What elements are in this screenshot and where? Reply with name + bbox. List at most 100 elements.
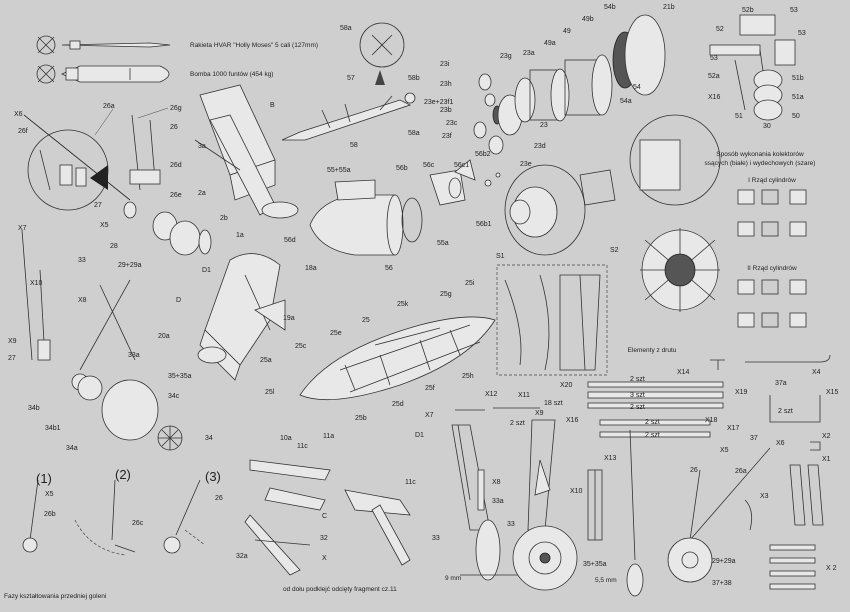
part-label-D1: D1 <box>202 267 211 274</box>
part-label-x14: X14 <box>677 369 690 376</box>
nose-gear-labels: X6 26a 26g 26 26f 26d 26e 27 X5 28 29+29… <box>14 103 182 269</box>
wheel-well-parts <box>197 253 286 381</box>
drop-tank-labels: 25g 25i 25k 25 25e 25c 25a 25f 25h 25l 2… <box>260 280 475 422</box>
collector-icons <box>737 189 807 328</box>
bomb-caption: Bomba 1000 funtów (454 kg) <box>190 71 273 78</box>
part-label-p32a: 32a <box>236 553 248 560</box>
pylon-assembly <box>194 84 299 219</box>
part-label-p19a: 19a <box>283 315 295 322</box>
part-label-p23e: 23e <box>520 161 532 168</box>
part-label-C: C <box>322 513 327 520</box>
bottom-parts <box>244 459 411 576</box>
phases-caption: Fazy kształtowania przedniej goleni <box>4 593 106 600</box>
part-label-p49: 49 <box>563 28 571 35</box>
part-label-p34b: 34b <box>28 405 40 412</box>
part-label-p2a: 2a <box>198 190 206 197</box>
part-label-p11c: 11c <box>297 443 308 450</box>
part-label-p51: 51 <box>735 113 743 120</box>
wire-elements-title: Elementy z drutu <box>628 347 677 354</box>
nose-gear-final-labels: X5 X6 26 26a X3 29+29a 37+38 X 2 <box>690 440 837 587</box>
part-label-x9b: X9 <box>535 410 544 417</box>
part-label-p49b: 49b <box>582 16 594 23</box>
nose-gear-final <box>667 447 824 590</box>
part-label-x15: X15 <box>826 389 839 396</box>
part-label-p23b: 23b <box>440 107 452 114</box>
part-label-p55a: 55+55a <box>327 167 351 174</box>
main-gear-struts <box>451 419 644 597</box>
cylinder-row-1-label: I Rząd cylindrów <box>748 177 796 184</box>
strut-phases <box>22 479 206 556</box>
part-label-p20a: 20a <box>158 333 170 340</box>
part-label-p53b: 53 <box>798 30 806 37</box>
pylon-labels: B 3a 2a 2b 1a <box>198 102 275 239</box>
part-label-p23c: 23c <box>446 120 458 127</box>
part-label-szt2d: 2 szt <box>645 432 660 439</box>
part-label-p56: 56 <box>385 265 393 272</box>
part-label-p33a: 33a <box>128 352 140 359</box>
part-label-p54a: 54a <box>620 98 632 105</box>
part-label-p32: 32 <box>320 535 328 542</box>
part-label-szt3: 3 szt <box>630 392 645 399</box>
part-label-x5b: X5 <box>720 447 729 454</box>
collectors-title-line-2: ssących (białe) i wydechowych (szare) <box>705 160 816 167</box>
part-label-p56c: 56c <box>423 162 435 169</box>
part-label-p1a: 1a <box>236 232 244 239</box>
part-label-p26a: 26a <box>103 103 115 110</box>
part-label-p50: 50 <box>792 113 800 120</box>
main-gear-strut-labels: D1 X7 X9 X13 X8 33a X10 33 33 35+35a 9 m… <box>415 410 617 584</box>
engine-hub-assembly <box>473 14 666 155</box>
part-label-p34a: 34a <box>66 445 78 452</box>
part-label-p25h: 25h <box>462 373 474 380</box>
part-label-p56b2: 56b2 <box>475 151 491 158</box>
part-label-p37a: 37a <box>775 380 787 387</box>
part-label-x17: X17 <box>727 425 740 432</box>
collector-labels: 52b 53 52 53 53 52a 51b X16 51a 51 50 30 <box>708 7 806 130</box>
radial-engine <box>504 114 721 312</box>
part-label-x7b: X7 <box>425 412 434 419</box>
part-label-p25f: 25f <box>425 385 435 392</box>
part-label-p26f: 26f <box>18 128 28 135</box>
part-label-x8: X8 <box>78 297 87 304</box>
part-label-szt2b: 2 szt <box>630 404 645 411</box>
bottom-parts-labels: 10a 11c 11a C 32a 32 X 11c <box>236 433 416 562</box>
part-label-p2929b: 29+29a <box>712 558 736 565</box>
phase-2-label: (2) <box>115 467 131 482</box>
part-label-x5c: X5 <box>45 491 54 498</box>
part-label-D1b: D1 <box>415 432 424 439</box>
part-label-p27b: 27 <box>8 355 16 362</box>
part-label-p34b1: 34b1 <box>45 425 61 432</box>
drop-tank <box>299 316 496 401</box>
part-label-X: X <box>322 555 327 562</box>
part-label-p23a: 23a <box>523 50 535 57</box>
phase-labels: (1) (2) (3) X5 26b 26c 26 <box>36 467 223 527</box>
s1-label: S1 <box>496 253 505 260</box>
part-label-p34: 34 <box>205 435 213 442</box>
part-label-p25b: 25b <box>355 415 367 422</box>
part-label-szt2a: 2 szt <box>630 376 645 383</box>
part-label-p54: 54 <box>633 84 641 91</box>
part-label-x12: X12 <box>485 391 498 398</box>
part-label-p26bb: 26b <box>44 511 56 518</box>
part-label-p49a: 49a <box>544 40 556 47</box>
part-label-p26c: 26c <box>132 520 144 527</box>
part-label-p26b: 26 <box>690 467 698 474</box>
cylinder-row-2-label: II Rząd cylindrów <box>747 265 797 272</box>
part-label-szt2f: 2 szt <box>510 420 525 427</box>
part-label-p23e3f: 23e+23f1 <box>424 99 453 106</box>
part-label-x9: X9 <box>8 338 17 345</box>
part-label-p11c2: 11c <box>405 479 416 486</box>
part-label-p3738: 37+38 <box>712 580 732 587</box>
phase-3-label: (3) <box>205 469 221 484</box>
part-label-p58: 58 <box>350 142 358 149</box>
part-label-p55a2: 55a <box>437 240 449 247</box>
part-label-p52b: 52b <box>742 7 754 14</box>
part-label-p10a: 10a <box>280 435 292 442</box>
bomb-labels: 55+55a 56b 56c 56c1 56b2 56d 56 55a 56b1 <box>284 151 492 272</box>
part-label-x20: X20 <box>560 382 573 389</box>
part-label-p25a: 25a <box>260 357 272 364</box>
part-label-p25l: 25l <box>265 389 275 396</box>
part-label-p33c: 33 <box>432 535 440 542</box>
part-label-p11a: 11a <box>323 433 334 440</box>
part-label-p3535b: 35+35a <box>583 561 607 568</box>
hvar-rocket <box>281 22 416 141</box>
